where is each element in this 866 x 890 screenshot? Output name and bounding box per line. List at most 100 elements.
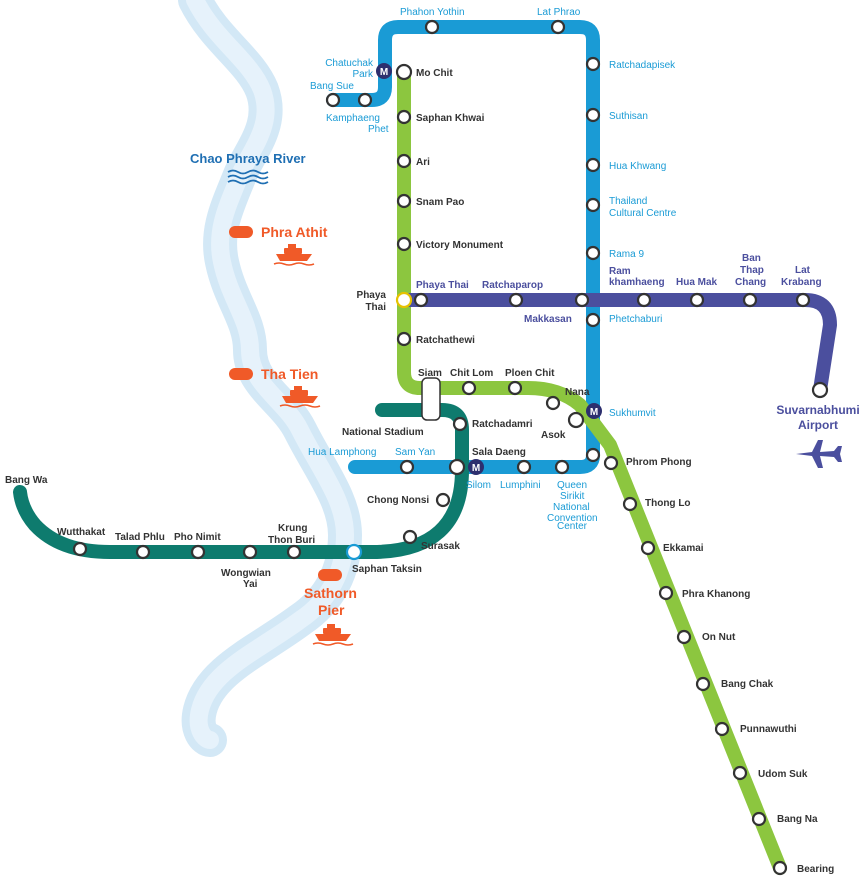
water-waves-icon (227, 169, 269, 185)
station-bearing[interactable] (772, 860, 788, 876)
station-lat-krabang[interactable] (795, 292, 811, 308)
label-ratchadapisek: Ratchadapisek (609, 60, 676, 71)
label-talad-phlu: Talad Phlu (115, 532, 165, 543)
station-wutthakat[interactable] (72, 541, 88, 557)
station-kamphaeng-phet[interactable] (357, 92, 373, 108)
label-on-nut: On Nut (702, 632, 736, 643)
station-hua-mak[interactable] (689, 292, 705, 308)
label-chatuchak-2: Park (352, 69, 374, 80)
label-bang-chak: Bang Chak (721, 679, 774, 690)
station-arl-phaya-thai[interactable] (413, 292, 429, 308)
label-phrom-phong: Phrom Phong (626, 457, 692, 468)
station-asok[interactable] (567, 411, 585, 429)
station-chong-nonsi[interactable] (435, 492, 451, 508)
label-pho-nimit: Pho Nimit (174, 532, 221, 543)
station-suthisan[interactable] (585, 107, 601, 123)
label-hua-lamphong: Hua Lamphong (308, 447, 376, 458)
station-punnawuthi[interactable] (714, 721, 730, 737)
boat-icon (312, 624, 354, 646)
label-qsncc-1: Queen (557, 480, 587, 491)
station-sukhumvit-mrt[interactable] (585, 447, 601, 463)
station-ratchathewi[interactable] (396, 331, 412, 347)
station-phra-khanong[interactable] (658, 585, 674, 601)
station-talad-phlu[interactable] (135, 544, 151, 560)
mrt-badge-silom: M (468, 459, 484, 475)
station-lat-phrao[interactable] (550, 19, 566, 35)
station-ratchaparop[interactable] (508, 292, 524, 308)
label-punnawuthi: Punnawuthi (740, 724, 797, 735)
svg-text:M: M (380, 67, 388, 78)
station-thong-lo[interactable] (622, 496, 638, 512)
label-wongwian-1: Wongwian (221, 568, 271, 579)
station-sam-yan[interactable] (399, 459, 415, 475)
label-sukhumvit: Sukhumvit (609, 408, 656, 419)
station-pho-nimit[interactable] (190, 544, 206, 560)
pier-marker-tha-tien (229, 368, 253, 380)
station-krung-thon-buri[interactable] (286, 544, 302, 560)
station-phrom-phong[interactable] (603, 455, 619, 471)
label-national-stadium: National Stadium (342, 427, 424, 438)
station-lumphini[interactable] (516, 459, 532, 475)
label-chatuchak-1: Chatuchak (325, 58, 374, 69)
label-ban-thap-1: Ban (742, 253, 761, 264)
label-kamphaeng-2: Phet (368, 124, 389, 135)
boat-icon (273, 244, 315, 266)
label-thong-lo: Thong Lo (645, 498, 691, 509)
label-thailand-cc-2: Cultural Centre (609, 208, 677, 219)
station-rama-9[interactable] (585, 245, 601, 261)
label-ram-2: khamhaeng (609, 277, 665, 288)
label-hua-mak: Hua Mak (676, 277, 718, 288)
station-phetchaburi[interactable] (585, 312, 601, 328)
station-mo-chit[interactable] (395, 63, 413, 81)
station-phaya-thai[interactable] (395, 291, 413, 309)
station-ban-thap-chang[interactable] (742, 292, 758, 308)
label-hua-khwang: Hua Khwang (609, 161, 666, 172)
station-qsncc[interactable] (554, 459, 570, 475)
label-arl-phaya-thai: Phaya Thai (416, 280, 469, 291)
label-ban-thap-2: Thap (740, 265, 764, 276)
label-makkasan: Makkasan (524, 314, 572, 325)
station-thailand-cultural-centre[interactable] (585, 197, 601, 213)
station-nana[interactable] (545, 395, 561, 411)
station-sala-daeng[interactable] (448, 458, 466, 476)
label-bang-na: Bang Na (777, 814, 818, 825)
station-ploen-chit[interactable] (507, 380, 523, 396)
label-snam-pao: Snam Pao (416, 197, 464, 208)
station-saphan-taksin[interactable] (345, 543, 363, 561)
station-victory-monument[interactable] (396, 236, 412, 252)
station-hua-khwang[interactable] (585, 157, 601, 173)
label-airport: Airport (798, 418, 838, 432)
station-ekkamai[interactable] (640, 540, 656, 556)
station-ari[interactable] (396, 153, 412, 169)
station-snam-pao[interactable] (396, 193, 412, 209)
station-makkasan[interactable] (574, 292, 590, 308)
label-phahon-yothin: Phahon Yothin (400, 7, 465, 18)
station-udom-suk[interactable] (732, 765, 748, 781)
label-phetchaburi: Phetchaburi (609, 314, 662, 325)
station-ratchadapisek[interactable] (585, 56, 601, 72)
station-bang-chak[interactable] (695, 676, 711, 692)
station-bang-na[interactable] (751, 811, 767, 827)
pier-label-tha-tien: Tha Tien (261, 366, 318, 382)
label-saphan-khwai: Saphan Khwai (416, 113, 485, 124)
station-bang-sue[interactable] (325, 92, 341, 108)
station-chit-lom[interactable] (461, 380, 477, 396)
pier-marker-sathorn (318, 569, 342, 581)
bts-sukhumvit-line (397, 65, 787, 875)
pier-label-sathorn-pier: Pier (318, 602, 345, 618)
chao-phraya-river (178, 0, 363, 757)
station-on-nut[interactable] (676, 629, 692, 645)
label-asok: Asok (541, 430, 566, 441)
station-wongwian-yai[interactable] (242, 544, 258, 560)
station-ratchadamri[interactable] (452, 416, 468, 432)
label-lumphini: Lumphini (500, 480, 541, 491)
mrt-badge-chatuchak: M (376, 63, 392, 79)
boat-icon (279, 386, 321, 408)
label-suvarnabhumi: Suvarnabhumi (776, 403, 859, 417)
station-suvarnabhumi[interactable] (811, 381, 829, 399)
siam-interchange-connector (421, 377, 441, 421)
station-surasak[interactable] (402, 529, 418, 545)
station-phahon-yothin[interactable] (424, 19, 440, 35)
station-ramkhamhaeng[interactable] (636, 292, 652, 308)
station-saphan-khwai[interactable] (396, 109, 412, 125)
